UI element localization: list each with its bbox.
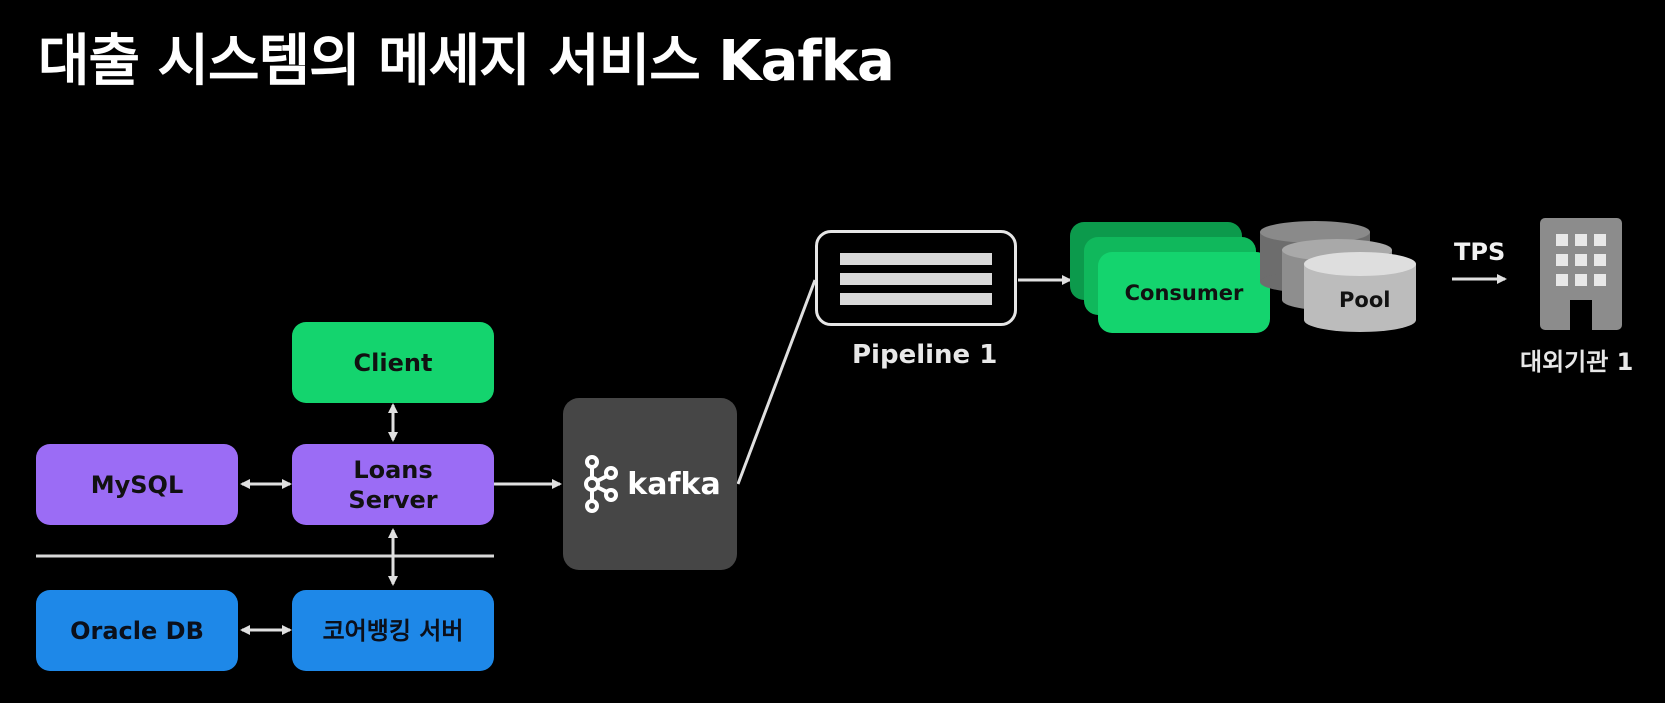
core-banking-label: 코어뱅킹 서버 xyxy=(322,616,464,645)
kafka-node: kafka xyxy=(563,398,737,570)
loans-server-label-line1: Loans xyxy=(353,455,433,484)
pipeline-bar xyxy=(840,293,992,305)
loans-server-node: Loans Server xyxy=(292,444,494,525)
consumer-label: Consumer xyxy=(1124,280,1244,305)
oracle-db-label: Oracle DB xyxy=(70,616,204,645)
pipeline-icon xyxy=(815,230,1017,326)
external-org-label: 대외기관 1 xyxy=(1520,348,1634,376)
page-title: 대출 시스템의 메세지 서비스 Kafka xyxy=(38,29,895,94)
kafka-logo-icon xyxy=(584,455,619,513)
client-label: Client xyxy=(353,348,433,377)
mysql-label: MySQL xyxy=(90,470,184,499)
database-cylinder-icon xyxy=(1260,221,1416,332)
line-kafka-pipeline xyxy=(736,279,817,485)
pool-label: Pool xyxy=(1339,288,1391,312)
pipeline-label: Pipeline 1 xyxy=(852,340,998,370)
pipeline-bar xyxy=(840,253,992,265)
tps-label: TPS xyxy=(1454,238,1506,266)
oracle-db-node: Oracle DB xyxy=(36,590,238,671)
core-banking-node: 코어뱅킹 서버 xyxy=(292,590,494,671)
client-node: Client xyxy=(292,322,494,403)
mysql-node: MySQL xyxy=(36,444,238,525)
building-icon xyxy=(1540,218,1622,330)
consumer-node: Consumer xyxy=(1098,252,1270,333)
loans-server-label-line2: Server xyxy=(348,485,438,514)
pipeline-bar xyxy=(840,273,992,285)
kafka-label: kafka xyxy=(627,466,721,502)
